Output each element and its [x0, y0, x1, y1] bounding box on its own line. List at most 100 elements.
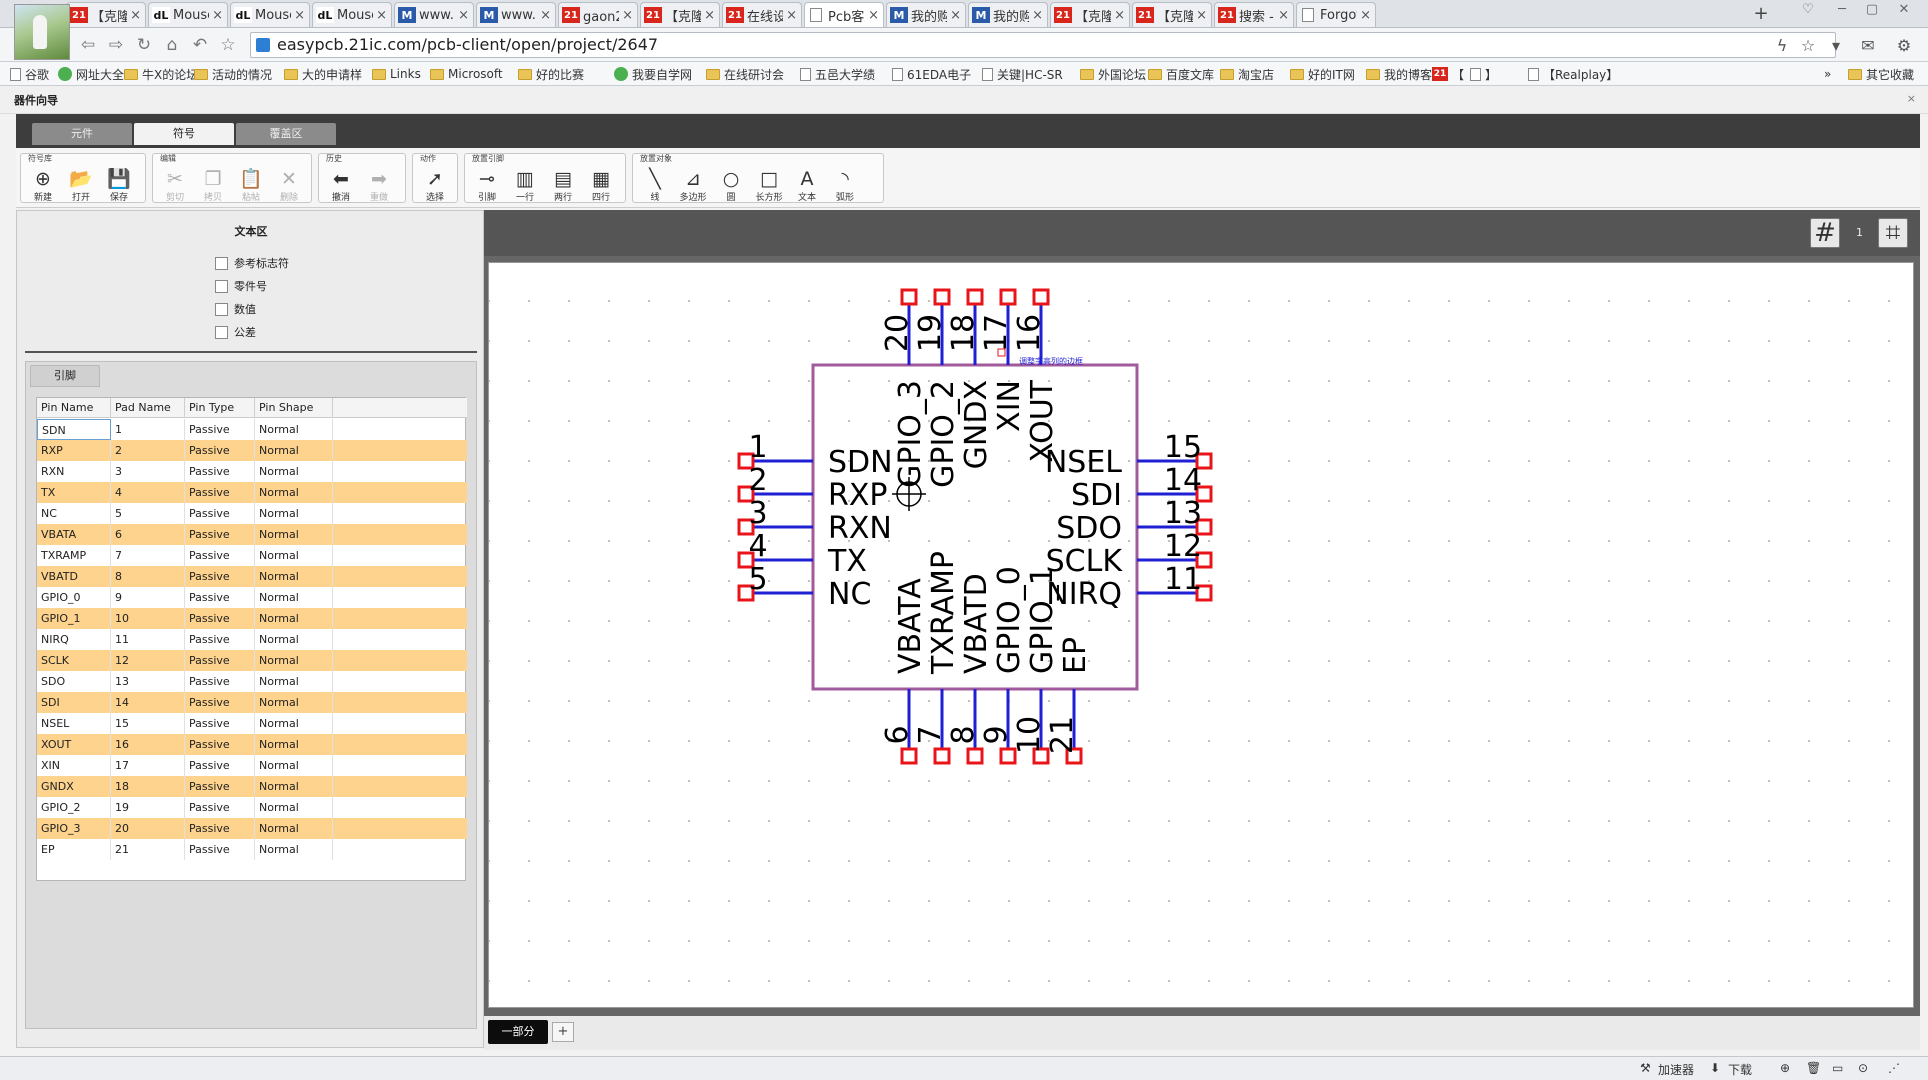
- bookmark-item[interactable]: 我要自学网: [614, 65, 692, 83]
- browser-tab[interactable]: Forgot P×: [1296, 2, 1376, 27]
- bookmark-item[interactable]: 我的博客: [1366, 65, 1432, 83]
- forward-icon[interactable]: ⇨: [108, 35, 124, 55]
- table-cell[interactable]: Normal: [255, 440, 333, 461]
- other-bookmarks[interactable]: 其它收藏: [1848, 65, 1914, 83]
- window-icon[interactable]: ▭: [1832, 1061, 1844, 1075]
- bookmark-item[interactable]: 关键|HC-SR: [982, 65, 1063, 83]
- copy-button[interactable]: ❐拷贝: [195, 168, 231, 204]
- pin-pad[interactable]: [1065, 747, 1083, 765]
- close-tab-icon[interactable]: ×: [622, 7, 633, 23]
- line-button[interactable]: ╲线: [637, 168, 673, 204]
- table-cell[interactable]: Passive: [185, 545, 255, 566]
- table-cell[interactable]: 11: [111, 629, 185, 650]
- table-cell[interactable]: NC: [37, 503, 111, 524]
- one-row-button[interactable]: ▥一行: [507, 168, 543, 204]
- table-cell[interactable]: 16: [111, 734, 185, 755]
- pin-pad[interactable]: [737, 551, 755, 569]
- table-cell[interactable]: Normal: [255, 629, 333, 650]
- column-header[interactable]: Pin Name: [37, 398, 111, 418]
- pin-pad[interactable]: [966, 747, 984, 765]
- bookmark-item[interactable]: 百度文库: [1148, 65, 1214, 83]
- pin-pad[interactable]: [1195, 551, 1213, 569]
- delete-button[interactable]: ✕删除: [271, 168, 307, 204]
- table-cell[interactable]: Normal: [255, 776, 333, 797]
- close-tab-icon[interactable]: ×: [1360, 7, 1371, 23]
- url-input[interactable]: easypcb.21ic.com/pcb-client/open/project…: [250, 32, 1836, 58]
- tab-footprint[interactable]: 覆盖区: [236, 123, 336, 145]
- bookmark-item[interactable]: 好的IT网: [1290, 65, 1355, 83]
- table-cell[interactable]: 21: [111, 839, 185, 860]
- table-cell[interactable]: RXP: [37, 440, 111, 461]
- user-avatar[interactable]: [14, 4, 70, 60]
- checkbox[interactable]: [215, 302, 228, 316]
- text-option[interactable]: 参考标志符: [215, 255, 289, 271]
- pin-pad[interactable]: [737, 485, 755, 503]
- table-cell[interactable]: Passive: [185, 839, 255, 860]
- table-cell[interactable]: Passive: [185, 755, 255, 776]
- table-cell[interactable]: 7: [111, 545, 185, 566]
- grid-toggle-icon[interactable]: #: [1810, 218, 1840, 248]
- refresh-icon[interactable]: ↻: [136, 35, 152, 55]
- table-cell[interactable]: 14: [111, 692, 185, 713]
- close-tab-icon[interactable]: ×: [294, 7, 305, 23]
- table-cell[interactable]: Passive: [185, 587, 255, 608]
- column-header[interactable]: Pad Name: [111, 398, 185, 418]
- table-cell[interactable]: Passive: [185, 797, 255, 818]
- table-cell[interactable]: 4: [111, 482, 185, 503]
- pin-pad[interactable]: [999, 747, 1017, 765]
- table-cell[interactable]: SDO: [37, 671, 111, 692]
- bookmark-item[interactable]: 牛X的论坛: [124, 65, 198, 83]
- bookmark-item[interactable]: Microsoft: [430, 65, 503, 83]
- table-cell[interactable]: TXRAMP: [37, 545, 111, 566]
- bookmark-item[interactable]: 好的比赛: [518, 65, 584, 83]
- pin-pad[interactable]: [737, 518, 755, 536]
- browser-tab[interactable]: 21在线设计×: [722, 2, 802, 27]
- zoom-icon[interactable]: ⊙: [1858, 1061, 1869, 1075]
- redo-button[interactable]: ➡重做: [361, 168, 397, 204]
- pin-pad[interactable]: [737, 452, 755, 470]
- circle-button[interactable]: ○圆: [713, 168, 749, 204]
- table-cell[interactable]: SDI: [37, 692, 111, 713]
- pin-pad[interactable]: [900, 288, 918, 306]
- pin-pad[interactable]: [1032, 288, 1050, 306]
- table-cell[interactable]: Passive: [185, 671, 255, 692]
- pin-pad[interactable]: [737, 584, 755, 602]
- snap-grid-icon[interactable]: ⌗: [1878, 218, 1908, 248]
- table-cell[interactable]: GPIO_0: [37, 587, 111, 608]
- table-cell[interactable]: GNDX: [37, 776, 111, 797]
- table-cell[interactable]: Passive: [185, 650, 255, 671]
- download-icon[interactable]: ⬇: [1710, 1061, 1721, 1075]
- close-tab-icon[interactable]: ×: [212, 7, 223, 23]
- table-cell[interactable]: EP: [37, 839, 111, 860]
- table-cell[interactable]: 20: [111, 818, 185, 839]
- bookmark-item[interactable]: 】: [1470, 65, 1497, 83]
- text-option[interactable]: 公差: [215, 324, 256, 340]
- table-cell[interactable]: Normal: [255, 839, 333, 860]
- undo-button[interactable]: ⬅撤消: [323, 168, 359, 204]
- close-tab-icon[interactable]: ×: [130, 7, 141, 23]
- close-tab-icon[interactable]: ×: [1196, 7, 1207, 23]
- cut-button[interactable]: ✂剪切: [157, 168, 193, 204]
- text-option[interactable]: 数值: [215, 301, 256, 317]
- column-header[interactable]: Pin Type: [185, 398, 255, 418]
- bookmark-star-icon[interactable]: ☆: [1800, 36, 1816, 55]
- table-cell[interactable]: Passive: [185, 566, 255, 587]
- browser-tab[interactable]: 21【克隆电】×: [1050, 2, 1130, 27]
- bookmark-item[interactable]: 大的申请样: [284, 65, 362, 83]
